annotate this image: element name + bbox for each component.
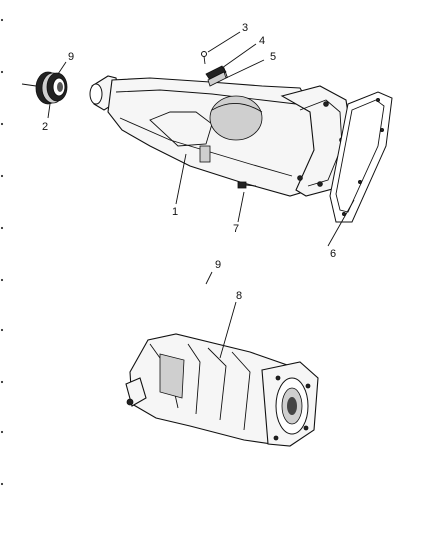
- callout-9-mid: 9: [215, 259, 221, 271]
- pin-part: [201, 51, 207, 65]
- gasket-part: [329, 91, 393, 223]
- seal-part: [21, 71, 68, 105]
- margin-ticks: [0, 18, 4, 486]
- callout-2: 2: [42, 121, 48, 133]
- callout-8: 8: [236, 290, 242, 302]
- callout-1: 1: [172, 206, 178, 218]
- adapter-housing: [125, 333, 319, 447]
- callout-6: 6: [330, 248, 336, 260]
- callout-5: 5: [270, 51, 276, 63]
- bolt-part: [237, 181, 257, 189]
- leader-lines: [47, 31, 355, 359]
- callout-7: 7: [233, 223, 239, 235]
- extension-housing: [89, 67, 353, 197]
- callout-4: 4: [259, 35, 265, 47]
- callout-9-top: 9: [68, 51, 74, 63]
- callout-3: 3: [242, 22, 248, 34]
